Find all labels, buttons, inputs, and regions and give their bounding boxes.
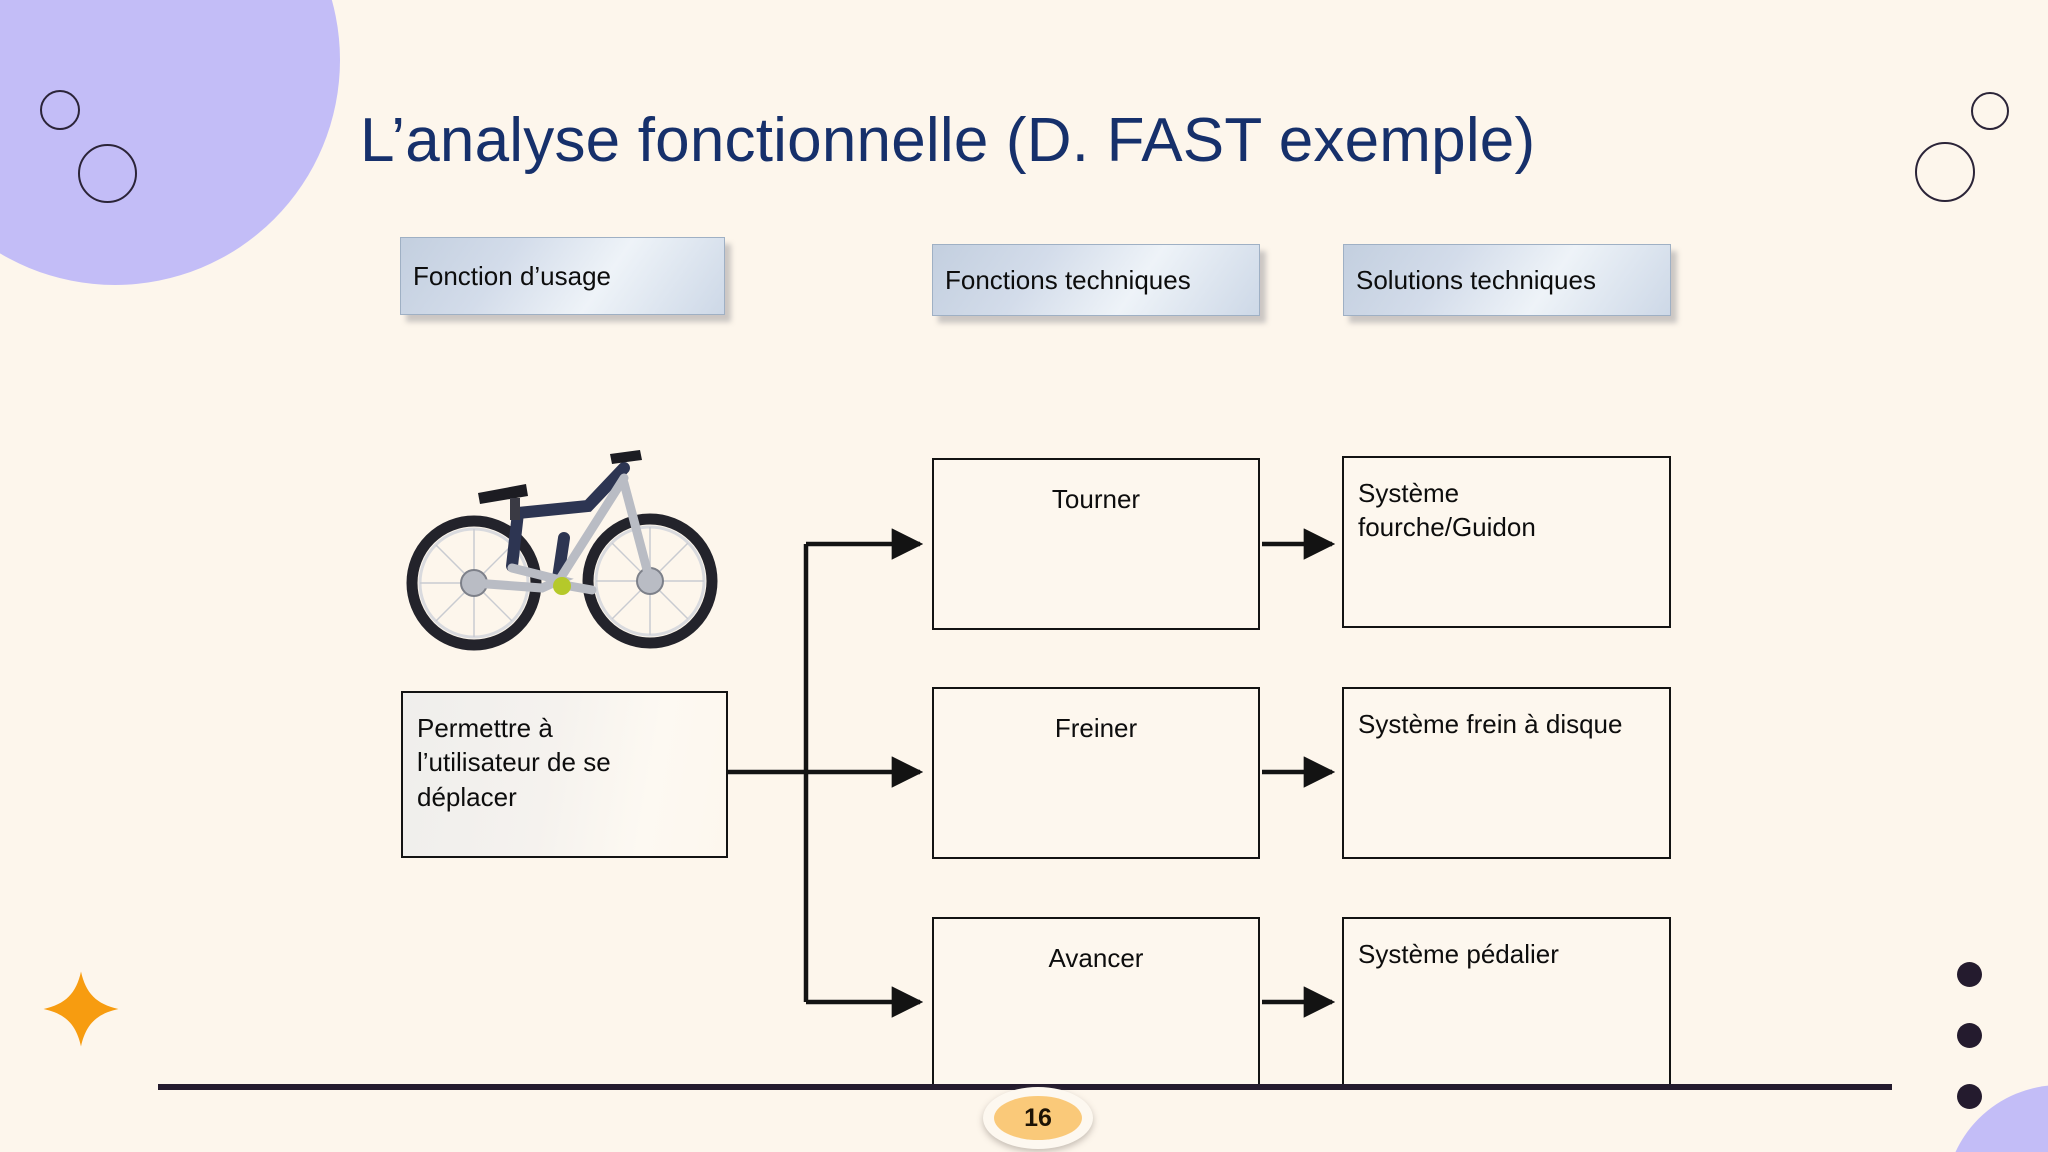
column-header-label: Fonctions techniques [945, 264, 1191, 295]
bicycle-image [406, 450, 718, 651]
technical-function-label: Tourner [1051, 484, 1141, 514]
technical-function-box-2: Avancer [932, 917, 1260, 1087]
usage-function-label: Permettre à l’utilisateur de se déplacer [417, 713, 611, 812]
column-header-label: Fonction d’usage [413, 260, 612, 291]
technical-solution-box-0: Système fourche/Guidon [1342, 456, 1671, 628]
decor-ring-icon-top-right-small [1971, 92, 2009, 130]
page-title: L’analyse fonctionnelle (D. FAST exemple… [360, 106, 1536, 175]
column-header-label: Solutions techniques [1356, 264, 1596, 295]
technical-solution-label: Système pédalier [1358, 939, 1559, 969]
decor-dot-icon-1 [1957, 962, 1982, 987]
page-number-badge-inner: 16 [994, 1096, 1082, 1140]
technical-function-label: Freiner [1054, 713, 1138, 743]
decor-dot-icon-3 [1957, 1084, 1982, 1109]
decor-ring-icon-top-left-large [78, 144, 137, 203]
technical-function-box-1: Freiner [932, 687, 1260, 859]
usage-function-box: Permettre à l’utilisateur de se déplacer [401, 691, 728, 858]
sparkle-star-icon [43, 971, 119, 1047]
technical-function-box-0: Tourner [932, 458, 1260, 630]
technical-function-label: Avancer [1048, 943, 1144, 973]
column-header-solutions-techniques: Solutions techniques [1343, 244, 1671, 316]
decor-ring-icon-top-left-small [40, 90, 80, 130]
page-number-badge: 16 [983, 1087, 1093, 1149]
column-header-fonctions-techniques: Fonctions techniques [932, 244, 1260, 316]
technical-solution-label: Système fourche/Guidon [1358, 478, 1536, 543]
decor-dot-icon-2 [1957, 1023, 1982, 1048]
decor-ring-icon-top-right-large [1915, 142, 1975, 202]
column-header-fonction-usage: Fonction d’usage [400, 237, 725, 315]
technical-solution-box-2: Système pédalier [1342, 917, 1671, 1087]
technical-solution-box-1: Système frein à disque [1342, 687, 1671, 859]
technical-solution-label: Système frein à disque [1358, 709, 1623, 739]
page-number: 16 [1024, 1103, 1052, 1132]
